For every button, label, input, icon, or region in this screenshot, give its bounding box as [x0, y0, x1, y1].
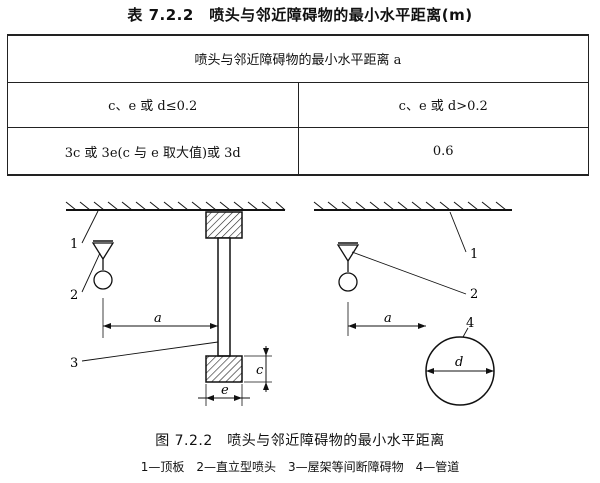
label-ceiling-left: 1	[70, 237, 78, 252]
dim-d-label: d	[455, 355, 463, 370]
figure-caption: 图 7.2.2 喷头与邻近障碍物的最小水平距离	[155, 433, 445, 449]
table-condition-row: c、e 或 d≤0.2 c、e 或 d>0.2	[7, 81, 589, 129]
sprinkler-left-icon	[91, 240, 115, 290]
table-header-cell: 喷头与邻近障碍物的最小水平距离 a	[7, 34, 589, 83]
condition-large-cell: c、e 或 d>0.2	[297, 81, 589, 129]
value-large-cell: 0.6	[297, 127, 589, 176]
distance-table: 喷头与邻近障碍物的最小水平距离 a c、e 或 d≤0.2 c、e 或 d>0.…	[7, 34, 589, 176]
dimension-e: e	[198, 383, 250, 406]
label-obstacle: 3	[70, 356, 78, 371]
dim-c-label: c	[256, 363, 264, 378]
dimension-a-right: a	[347, 302, 426, 336]
leader-lines-left	[81, 210, 219, 362]
label-ceiling-right: 1	[470, 247, 478, 262]
table-header-row: 喷头与邻近障碍物的最小水平距离 a	[7, 34, 589, 83]
label-sprinkler-left: 2	[70, 288, 78, 303]
dim-a-right-label: a	[384, 311, 392, 326]
ceiling-right	[313, 201, 512, 211]
table-value-row: 3c 或 3e(c 与 e 取大值)或 3d 0.6	[7, 127, 589, 176]
label-sprinkler-right: 2	[470, 287, 478, 302]
pipe-icon: d	[425, 336, 495, 406]
leader-lines-right	[351, 211, 469, 338]
dimension-c: c	[244, 346, 272, 392]
value-small-cell: 3c 或 3e(c 与 e 取大值)或 3d	[7, 127, 299, 176]
sprinkler-right-icon	[336, 242, 360, 292]
dim-e-label: e	[221, 383, 229, 398]
dim-a-left-label: a	[154, 311, 162, 326]
truss-obstacle	[205, 211, 243, 383]
figure-legend: 1—顶板 2—直立型喷头 3—屋架等间断障碍物 4—管道	[140, 460, 460, 474]
dimension-a-left: a	[102, 298, 218, 338]
table-title: 表 7.2.2 喷头与邻近障碍物的最小水平距离(m)	[127, 6, 473, 24]
label-pipe: 4	[466, 316, 474, 331]
condition-small-cell: c、e 或 d≤0.2	[7, 81, 299, 129]
sprinkler-diagram: a c e 1 2 3	[65, 201, 512, 406]
ceiling-left	[65, 201, 286, 211]
